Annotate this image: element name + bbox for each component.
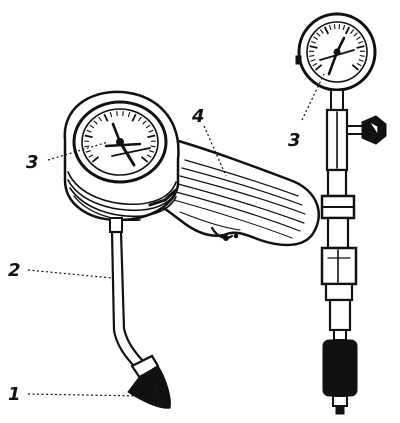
nozzle-pressure-tester <box>295 12 387 415</box>
knurled-nut <box>322 339 358 397</box>
gauge-tick <box>356 36 361 41</box>
gauge-tick <box>86 129 92 133</box>
gauge-tick <box>310 40 316 44</box>
gauge-left <box>72 100 168 184</box>
gauge-tick <box>85 150 91 153</box>
gauge-left-scale <box>83 111 157 163</box>
gauge-tick <box>147 134 156 139</box>
gauge-tick <box>314 64 323 71</box>
gauge-tick <box>344 26 351 35</box>
gauge-tick <box>103 113 109 122</box>
gauge-tick <box>84 134 93 139</box>
gauge-tick <box>342 24 346 30</box>
gauge-tick <box>131 113 137 122</box>
rubber-tip <box>127 354 171 409</box>
gauge-tick <box>323 26 330 35</box>
callout-handle: 4 <box>191 106 205 127</box>
gauge-tick <box>84 145 90 148</box>
gauge-tick <box>88 154 94 158</box>
gauge-right-scale <box>308 24 366 71</box>
gauge-tick <box>358 40 364 44</box>
gauge-tick <box>319 29 324 34</box>
nozzle-body <box>320 168 358 415</box>
gauge-tick <box>109 111 113 118</box>
gauge-tick <box>316 32 321 37</box>
gauge-stem <box>325 89 364 172</box>
gauge-tick <box>148 129 154 133</box>
gauge-tick <box>351 64 360 71</box>
gauge-tick <box>142 120 147 125</box>
leader-3-right <box>301 73 325 121</box>
gauge-tick <box>149 150 155 153</box>
gauge-tick <box>309 45 318 49</box>
callout-tube: 2 <box>8 260 21 281</box>
tube <box>109 217 148 370</box>
gauge-right <box>295 12 377 92</box>
gauge-tick <box>89 124 95 129</box>
leader-1 <box>27 393 143 397</box>
leader-4 <box>203 125 227 177</box>
gauge-tick <box>91 156 100 163</box>
handle <box>148 138 320 247</box>
gauge-tick <box>359 54 365 57</box>
gauge-tick <box>150 145 156 148</box>
gauge-tick <box>145 124 151 129</box>
callout-gauge-left: 3 <box>26 152 39 173</box>
callout-hose: 1 <box>8 384 21 405</box>
gauge-tick <box>146 154 152 158</box>
valve-knob <box>361 115 387 145</box>
leader-3-left <box>47 141 109 161</box>
leader-2 <box>27 269 113 279</box>
gauge-tick <box>313 36 318 41</box>
callout-gauge-right: 3 <box>288 130 301 151</box>
handheld-pressure-tester <box>63 90 320 409</box>
gauge-tick <box>350 29 355 34</box>
gauge-tick <box>310 59 316 62</box>
gauge-tick <box>356 62 362 67</box>
gauge-tick <box>356 45 365 49</box>
gauge-tick <box>309 54 315 57</box>
gauge-tick <box>312 62 318 67</box>
gauge-tick <box>127 111 131 118</box>
gauge-tick <box>98 116 103 122</box>
gauge-tick <box>140 156 149 163</box>
gauge-tick <box>137 116 142 122</box>
gauge-tick <box>353 32 358 37</box>
gauge-tick <box>358 59 364 62</box>
gauge-tick <box>93 120 98 125</box>
gauge-tick <box>328 24 332 30</box>
